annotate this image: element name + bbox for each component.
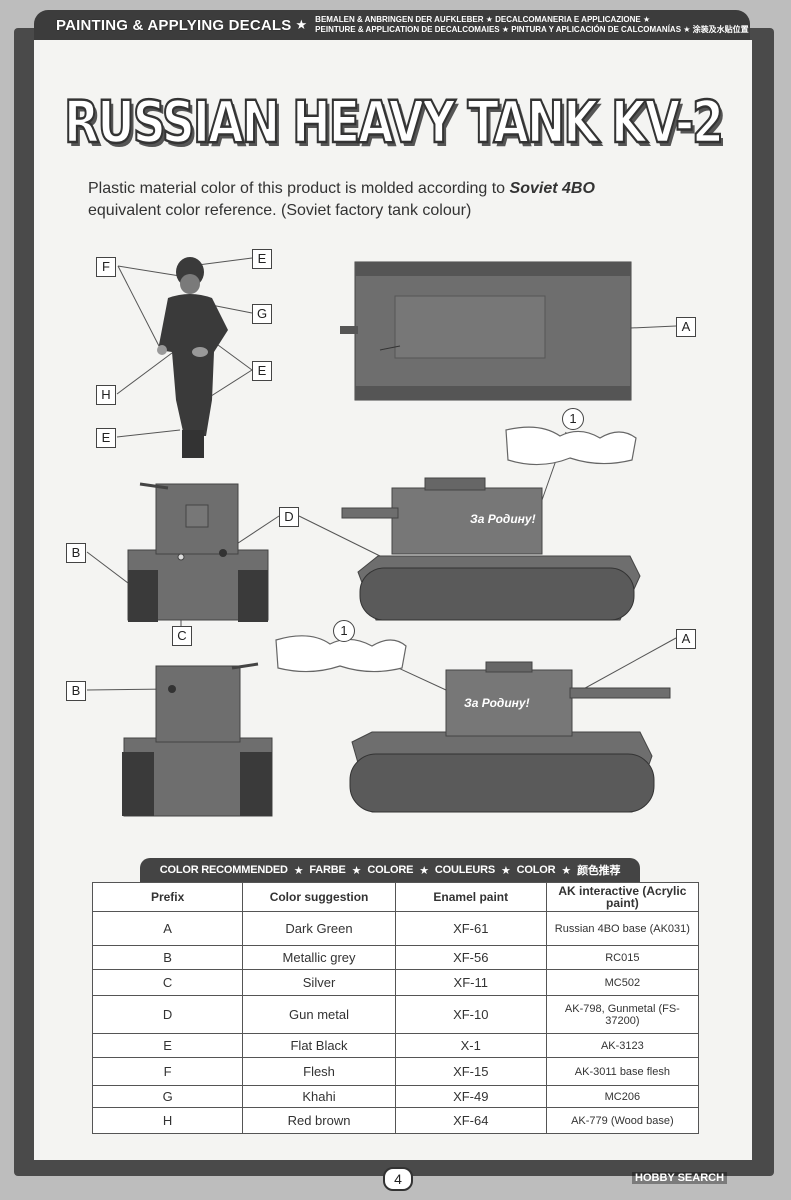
cell-ak: RC015 bbox=[545, 945, 700, 970]
decal-1-shape-upper bbox=[505, 426, 637, 466]
cell-color: Silver bbox=[242, 969, 396, 996]
figure-crewman bbox=[157, 257, 228, 458]
tank-side-view-left bbox=[349, 661, 671, 813]
cell-prefix: A bbox=[91, 911, 244, 946]
table-title-part: COLORE bbox=[367, 864, 414, 876]
table-title-part: COLOR bbox=[516, 864, 556, 876]
turret-slogan-upper: За Родину! bbox=[470, 512, 536, 526]
cell-prefix: D bbox=[91, 995, 244, 1034]
cell-color: Flat Black bbox=[242, 1033, 396, 1058]
cell-ak: AK-3011 base flesh bbox=[545, 1057, 700, 1086]
table-header-row: Prefix Color suggestion Enamel paint AK … bbox=[91, 882, 700, 912]
callout-g: G bbox=[252, 304, 272, 324]
callout-a-lower: A bbox=[676, 629, 696, 649]
tank-top-view bbox=[340, 261, 632, 401]
table-row: B Metallic grey XF-56 RC015 bbox=[91, 945, 700, 970]
cell-color: Red brown bbox=[242, 1107, 396, 1134]
header-translations: BEMALEN & ANBRINGEN DER AUFKLEBER ★ DECA… bbox=[315, 15, 748, 35]
header-sub-line1: BEMALEN & ANBRINGEN DER AUFKLEBER ★ DECA… bbox=[315, 15, 651, 24]
cell-enamel: XF-49 bbox=[394, 1085, 547, 1108]
cell-enamel: X-1 bbox=[394, 1033, 547, 1058]
star-icon: ★ bbox=[351, 864, 362, 877]
column-header: Enamel paint bbox=[394, 882, 547, 912]
table-row: D Gun metal XF-10 AK-798, Gunmetal (FS-3… bbox=[91, 995, 700, 1034]
callout-d: D bbox=[279, 507, 299, 527]
table-row: E Flat Black X-1 AK-3123 bbox=[91, 1033, 700, 1058]
cell-color: Dark Green bbox=[242, 911, 396, 946]
table-row: G Khahi XF-49 MC206 bbox=[91, 1085, 700, 1108]
color-table: Prefix Color suggestion Enamel paint AK … bbox=[91, 882, 700, 1134]
table-title-part: FARBE bbox=[309, 864, 346, 876]
callout-f: F bbox=[96, 257, 116, 277]
star-icon: ★ bbox=[501, 864, 511, 877]
cell-prefix: B bbox=[91, 945, 244, 970]
table-row: H Red brown XF-64 AK-779 (Wood base) bbox=[91, 1107, 700, 1134]
intro-text-c: equivalent color reference. (Soviet fact… bbox=[88, 202, 472, 219]
callout-e-upper: E bbox=[252, 249, 272, 269]
decal-number-1-lower: 1 bbox=[333, 620, 355, 642]
column-header: AK interactive (Acrylic paint) bbox=[545, 882, 700, 912]
table-row: A Dark Green XF-61 Russian 4BO base (AK0… bbox=[91, 911, 700, 946]
callout-c: C bbox=[172, 626, 192, 646]
cell-enamel: XF-61 bbox=[394, 911, 547, 946]
watermark: HOBBY SEARCH bbox=[632, 1172, 728, 1184]
cell-color: Metallic grey bbox=[242, 945, 396, 970]
star-icon: ★ bbox=[295, 17, 308, 32]
callout-b-lower: B bbox=[66, 681, 86, 701]
tank-front-view bbox=[127, 482, 269, 622]
cell-prefix: E bbox=[91, 1033, 244, 1058]
cell-ak: MC206 bbox=[545, 1085, 700, 1108]
table-row: F Flesh XF-15 AK-3011 base flesh bbox=[91, 1057, 700, 1086]
callout-e-middle: E bbox=[252, 361, 272, 381]
cell-prefix: C bbox=[91, 969, 244, 996]
table-title-part: COULEURS bbox=[434, 864, 495, 876]
cell-enamel: XF-10 bbox=[394, 995, 547, 1034]
table-title-part: COLOR RECOMMENDED bbox=[159, 864, 288, 876]
table-row: C Silver XF-11 MC502 bbox=[91, 969, 700, 996]
star-icon: ★ bbox=[293, 864, 304, 877]
cell-ak: AK-798, Gunmetal (FS-37200) bbox=[545, 995, 700, 1034]
header-main-title: PAINTING & APPLYING DECALS bbox=[56, 16, 292, 34]
cell-ak: Russian 4BO base (AK031) bbox=[545, 911, 700, 946]
cell-prefix: H bbox=[91, 1107, 244, 1134]
page-number: 4 bbox=[383, 1167, 413, 1191]
cell-prefix: G bbox=[91, 1085, 244, 1108]
cell-enamel: XF-64 bbox=[394, 1107, 547, 1134]
tank-rear-view bbox=[122, 662, 273, 817]
star-icon: ★ bbox=[419, 864, 429, 877]
cell-color: Gun metal bbox=[242, 995, 396, 1034]
callout-b-upper: B bbox=[66, 543, 86, 563]
cell-prefix: F bbox=[91, 1057, 244, 1086]
cell-color: Flesh bbox=[242, 1057, 396, 1086]
turret-slogan-lower: За Родину! bbox=[464, 696, 530, 710]
cell-ak: AK-779 (Wood base) bbox=[545, 1107, 700, 1134]
callout-h: H bbox=[96, 385, 116, 405]
callout-e-lower: E bbox=[96, 428, 116, 448]
table-title-part: 颜色推荐 bbox=[577, 865, 621, 877]
header-sub-line2: PEINTURE & APPLICATION DE DECALCOMAIES ★… bbox=[315, 25, 749, 34]
intro-text-b: Soviet 4BO bbox=[509, 180, 595, 197]
column-header: Prefix bbox=[91, 882, 244, 912]
cell-ak: MC502 bbox=[545, 969, 700, 996]
tank-side-view-right bbox=[341, 477, 641, 621]
cell-color: Khahi bbox=[242, 1085, 396, 1108]
cell-ak: AK-3123 bbox=[545, 1033, 700, 1058]
intro-paragraph: Plastic material color of this product i… bbox=[88, 178, 728, 222]
page-title: RUSSIAN HEAVY TANK KV-2 bbox=[63, 87, 725, 157]
star-icon: ★ bbox=[561, 864, 572, 877]
cell-enamel: XF-56 bbox=[394, 945, 547, 970]
callout-a-upper: A bbox=[676, 317, 696, 337]
decal-number-1-upper: 1 bbox=[562, 408, 584, 430]
section-header: PAINTING & APPLYING DECALS ★ BEMALEN & A… bbox=[34, 10, 750, 40]
color-table-title: COLOR RECOMMENDED ★ FARBE ★ COLORE ★ COU… bbox=[140, 858, 640, 882]
cell-enamel: XF-11 bbox=[394, 969, 547, 996]
intro-text-a: Plastic material color of this product i… bbox=[88, 180, 510, 197]
decal-1-shape-lower bbox=[275, 635, 407, 673]
column-header: Color suggestion bbox=[242, 882, 396, 912]
cell-enamel: XF-15 bbox=[394, 1057, 547, 1086]
